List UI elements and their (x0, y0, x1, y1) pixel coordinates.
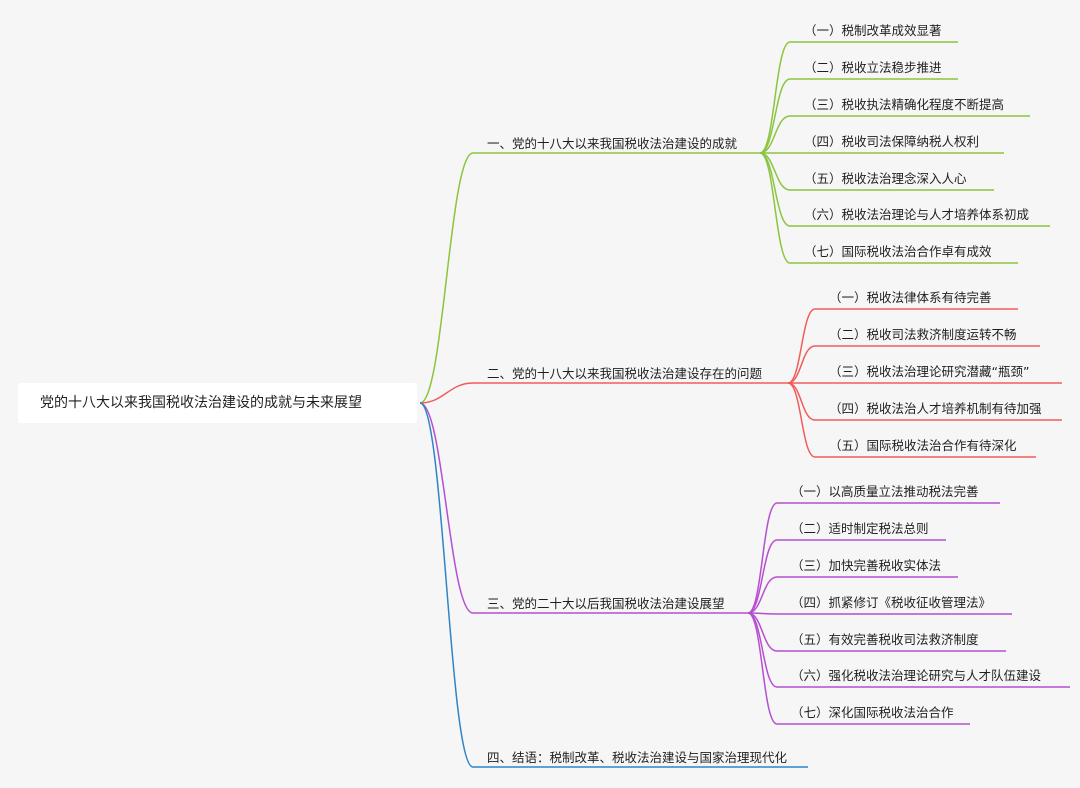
branch-4-connector (419, 402, 474, 768)
branch-2-title[interactable]: 二、党的十八大以来我国税收法治建设存在的问题 (487, 366, 763, 381)
branch-4-title[interactable]: 四、结语：税制改革、税收法治建设与国家治理现代化 (487, 750, 788, 765)
branch-2-child-2-connector (787, 345, 816, 384)
branch-3-child-1-connector (747, 502, 778, 614)
branch-1-child-3-connector (759, 115, 791, 154)
branch-1-connector (419, 152, 474, 404)
branch-1-child-1[interactable]: （一）税制改革成效显著 (804, 23, 942, 38)
branch-3-child-7[interactable]: （七）深化国际税收法治合作 (791, 705, 954, 720)
branch-3-connector (419, 402, 474, 614)
branch-1-child-5-connector (759, 152, 791, 191)
branch-3-child-3[interactable]: （三）加快完善税收实体法 (791, 558, 942, 573)
branch-1-title[interactable]: 一、党的十八大以来我国税收法治建设的成就 (487, 136, 738, 151)
branch-1-child-7[interactable]: （七）国际税收法治合作卓有成效 (804, 244, 992, 259)
branch-1-child-1-connector (759, 41, 791, 154)
branch-3-child-5[interactable]: （五）有效完善税收司法救济制度 (791, 632, 979, 647)
branch-1-child-2[interactable]: （二）税收立法稳步推进 (804, 60, 942, 75)
branch-2-child-1[interactable]: （一）税收法律体系有待完善 (829, 290, 992, 305)
branch-1-child-5[interactable]: （五）税收法治理念深入人心 (804, 171, 967, 186)
branch-3-child-5-connector (747, 612, 778, 652)
root-node[interactable] (18, 383, 417, 423)
branch-1-child-7-connector (759, 152, 791, 264)
branch-2-child-1-connector (787, 308, 816, 384)
branch-1-child-4[interactable]: （四）税收司法保障纳税人权利 (804, 134, 980, 149)
branch-2-child-3[interactable]: （三）税收法治理论研究潜藏“瓶颈” (829, 364, 1030, 379)
branch-2-child-4[interactable]: （四）税收法治人才培养机制有待加强 (829, 401, 1042, 416)
branch-3-child-2-connector (747, 539, 778, 614)
branch-3-title[interactable]: 三、党的二十大以后我国税收法治建设展望 (487, 596, 725, 611)
branch-1-child-6[interactable]: （六）税收法治理论与人才培养体系初成 (804, 207, 1030, 222)
branch-2-child-2[interactable]: （二）税收司法救济制度运转不畅 (829, 327, 1017, 342)
branch-3-child-2[interactable]: （二）适时制定税法总则 (791, 521, 929, 536)
branch-3-child-6[interactable]: （六）强化税收法治理论研究与人才队伍建设 (791, 668, 1042, 683)
branch-2-connector (419, 382, 474, 404)
branch-3-child-1[interactable]: （一）以高质量立法推动税法完善 (791, 484, 979, 499)
branch-2-child-4-connector (787, 382, 816, 421)
branch-3-child-3-connector (747, 576, 778, 614)
branch-2-child-5-connector (787, 382, 816, 458)
branch-1-child-2-connector (759, 78, 791, 154)
branch-2-child-5[interactable]: （五）国际税收法治合作有待深化 (829, 438, 1017, 453)
branch-3-child-4[interactable]: （四）抓紧修订《税收征收管理法》 (791, 595, 992, 610)
branch-3-child-7-connector (747, 612, 778, 725)
root-node-title: 党的十八大以来我国税收法治建设的成就与未来展望 (40, 395, 362, 411)
branch-1-child-3[interactable]: （三）税收执法精确化程度不断提高 (804, 97, 1005, 112)
